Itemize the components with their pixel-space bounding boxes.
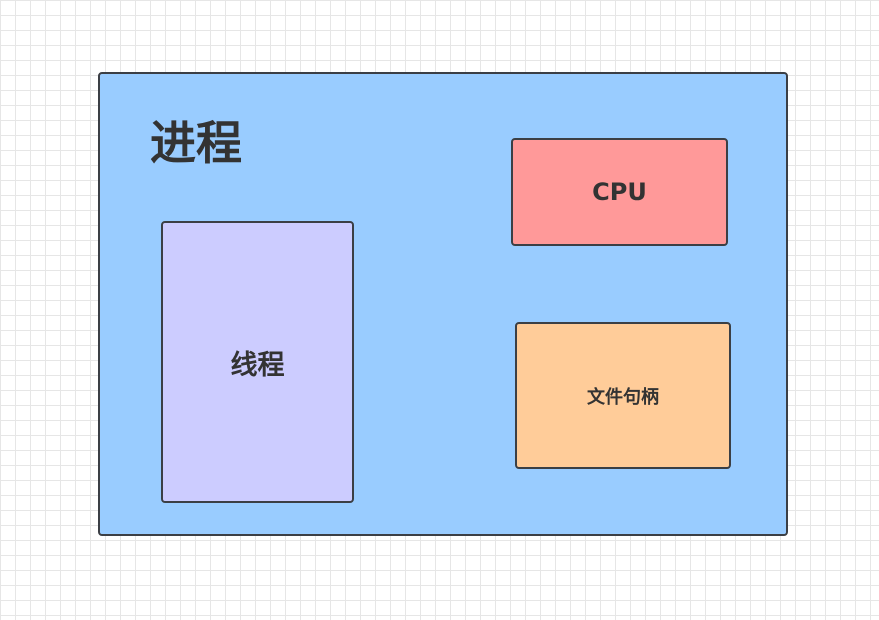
thread-label: 线程 [230,349,285,381]
cpu-box: CPU [511,138,728,246]
file-handle-box: 文件句柄 [515,322,731,469]
cpu-label: CPU [592,178,647,206]
file-handle-label: 文件句柄 [587,386,659,408]
thread-box: 线程 [161,221,354,503]
process-label: 进程 [150,116,242,170]
